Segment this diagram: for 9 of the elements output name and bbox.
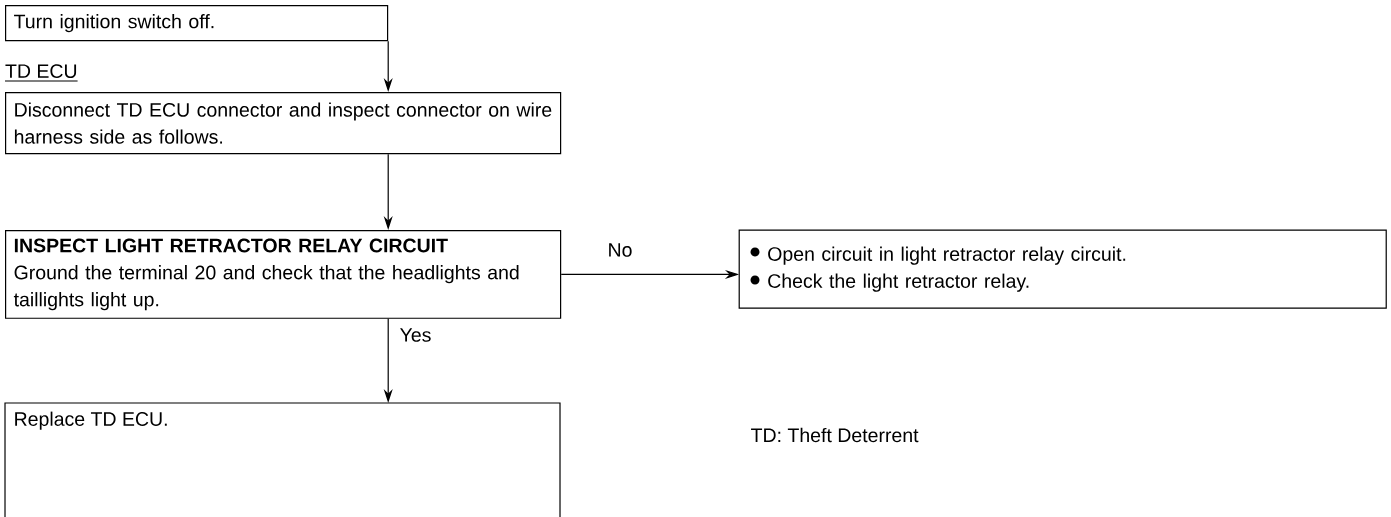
edge-label: Yes <box>397 326 434 344</box>
process-box: Replace TD ECU. <box>4 402 561 517</box>
edge-label: No <box>605 241 635 259</box>
note: TD: Theft Deterrent <box>751 427 919 443</box>
process-box: Disconnect TD ECU connector and inspect connector on wire harness side as follows. <box>5 92 562 155</box>
process-box: INSPECT LIGHT RETRACTOR RELAY CIRCUIT Ground the terminal 20 and check that the headlights and taillights light up. <box>5 230 562 319</box>
result-box: Open circuit in light retractor relay circuit. Check the light retractor relay. <box>738 229 1387 309</box>
section-heading: TD ECU <box>5 64 77 78</box>
process-box: Turn ignition switch off. <box>5 5 389 42</box>
